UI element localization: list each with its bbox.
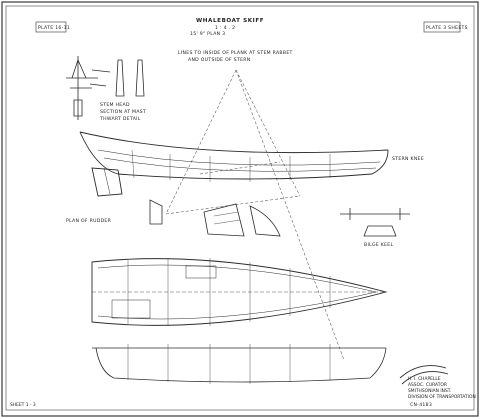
bilge-keel-detail	[340, 208, 410, 237]
note-line-1: LINES TO INSIDE OF PLANK AT STEM RABBET	[178, 50, 293, 56]
drawing-title: WHALEBOAT SKIFF	[196, 18, 264, 24]
note-line-2: AND OUTSIDE OF STERN	[188, 57, 251, 63]
stamp-line-3: SMITHSONIAN INST.	[408, 388, 451, 394]
transom-detail	[149, 199, 281, 237]
stamp-line-1: H. I. CHAPELLE	[408, 376, 441, 382]
stem-head-detail	[66, 56, 111, 120]
corner-mark: SHEET 1 - 3	[10, 402, 36, 408]
curator-stamp: H. I. CHAPELLE ASSOC. CURATOR SMITHSONIA…	[408, 376, 476, 400]
plan-view	[91, 258, 388, 326]
profile-label-right: STERN KNEE	[392, 156, 424, 162]
drawing-scale: 1 : 4 . 2	[215, 25, 235, 31]
tiller-detail	[399, 365, 449, 385]
general-notes: LINES TO INSIDE OF PLANK AT STEM RABBET …	[178, 50, 293, 63]
label-thwart-detail: THWART DETAIL	[99, 116, 141, 122]
svg-text:SHEET 1 - 3: SHEET 1 - 3	[10, 402, 36, 408]
sheet-id: CN-4183	[410, 402, 432, 408]
rudder-plan-detail: PLAN OF RUDDER	[66, 218, 112, 224]
plate-number-right: PLATE 3 SHEETS	[423, 21, 468, 33]
title-block: WHALEBOAT SKIFF 1 : 4 . 2 15' 9" PLAN 3	[190, 18, 264, 37]
plate-number-left: PLATE 16-11	[35, 21, 70, 33]
keel-view	[92, 344, 387, 384]
label-stem-head: STEM HEAD	[100, 102, 130, 108]
sail-outline	[165, 69, 345, 361]
svg-text:PLATE 16-11: PLATE 16-11	[38, 25, 70, 31]
inner-border	[5, 5, 475, 411]
bilge-keel-label: BILGE KEEL	[364, 242, 394, 248]
detail-labels-left: STEM HEAD SECTION AT MAST THWART DETAIL	[99, 102, 146, 122]
stamp-line-4: DIVISION OF TRANSPORTATION	[408, 394, 476, 400]
svg-text:BILGE KEEL: BILGE KEEL	[364, 242, 394, 248]
mast-section-detail	[115, 59, 145, 97]
stamp-line-2: ASSOC. CURATOR	[408, 382, 447, 388]
label-stern-knee: STERN KNEE	[392, 156, 424, 162]
label-section-at-mast: SECTION AT MAST	[100, 109, 146, 115]
svg-text:CN-4183: CN-4183	[410, 402, 432, 408]
drawing-subtitle: 15' 9" PLAN 3	[190, 31, 225, 37]
profile-view	[79, 131, 389, 182]
rudder-profile	[91, 167, 123, 197]
label-plan-of-rudder: PLAN OF RUDDER	[66, 218, 112, 224]
svg-text:PLATE 3 SHEETS: PLATE 3 SHEETS	[426, 25, 468, 31]
